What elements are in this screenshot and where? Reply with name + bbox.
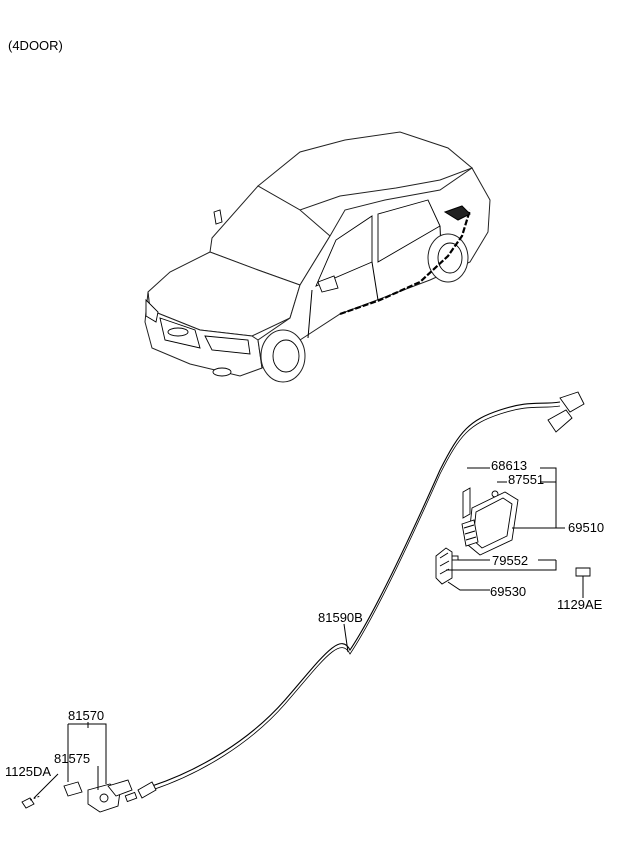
label-87551: 87551 [508, 472, 544, 487]
leader-lines [33, 467, 584, 799]
fuel-door-assembly [435, 391, 591, 590]
label-1125DA: 1125DA [5, 764, 51, 779]
label-1129AE: 1129AE [557, 597, 603, 612]
label-69530: 69530 [490, 584, 526, 599]
release-cable-inner [151, 405, 561, 791]
label-79552: 79552 [492, 553, 528, 568]
label-81570: 81570 [68, 708, 104, 723]
release-cable [151, 401, 561, 787]
part-labels: 68613 87551 69510 79552 69530 1129AE 815… [5, 458, 604, 779]
label-68613: 68613 [491, 458, 527, 473]
variant-label: (4DOOR) [8, 38, 63, 53]
car-illustration [144, 131, 491, 383]
label-69510: 69510 [568, 520, 604, 535]
release-lever-assembly [21, 779, 157, 813]
label-81590B: 81590B [318, 610, 363, 625]
label-81575: 81575 [54, 751, 90, 766]
